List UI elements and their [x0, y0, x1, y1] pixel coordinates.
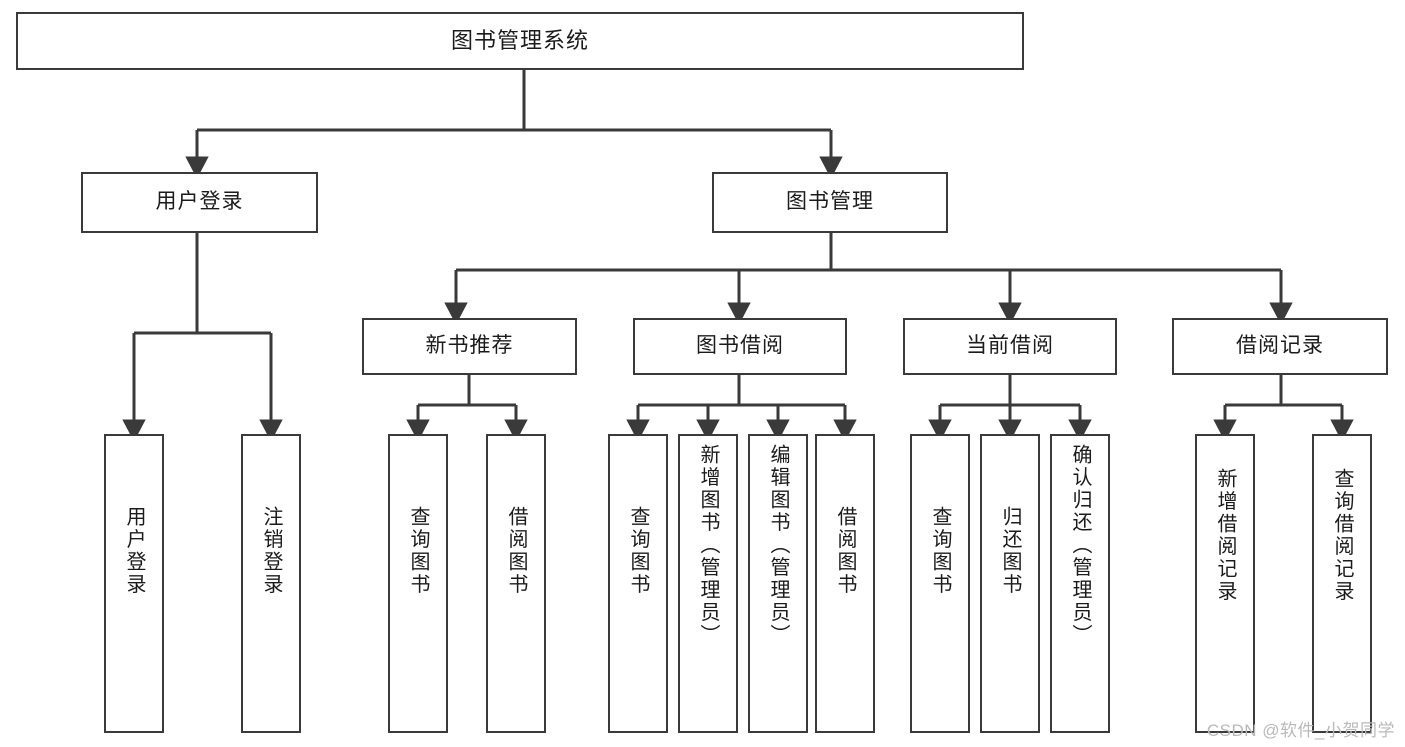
node-leaf-add-borrow-record[interactable]: 新增借阅记录 [1195, 434, 1255, 733]
node-book-management[interactable]: 图书管理 [712, 172, 948, 233]
node-leaf-confirm-return-label: 确认归还（管理员） [1069, 444, 1091, 647]
node-leaf-borrow-book-2[interactable]: 借阅图书 [815, 434, 875, 733]
node-root[interactable]: 图书管理系统 [16, 12, 1024, 70]
node-book-management-label: 图书管理 [786, 190, 874, 214]
node-leaf-logout-login-label: 注销登录 [260, 506, 282, 596]
node-leaf-edit-book[interactable]: 编辑图书（管理员） [748, 434, 808, 733]
node-root-label: 图书管理系统 [450, 28, 589, 54]
node-leaf-query-book-1[interactable]: 查询图书 [388, 434, 448, 733]
node-leaf-return-book-label: 归还图书 [999, 506, 1021, 596]
node-leaf-return-book[interactable]: 归还图书 [980, 434, 1040, 733]
node-borrow-record[interactable]: 借阅记录 [1172, 318, 1388, 375]
node-leaf-borrow-book-2-label: 借阅图书 [834, 506, 856, 596]
node-leaf-add-borrow-record-label: 新增借阅记录 [1214, 468, 1236, 603]
node-new-book-recommend[interactable]: 新书推荐 [362, 318, 577, 375]
node-leaf-query-book-2[interactable]: 查询图书 [608, 434, 668, 733]
node-book-borrow-label: 图书借阅 [696, 334, 784, 358]
node-leaf-user-login[interactable]: 用户登录 [104, 434, 164, 733]
node-leaf-query-book-3[interactable]: 查询图书 [910, 434, 970, 733]
node-leaf-borrow-book-1-label: 借阅图书 [505, 506, 527, 596]
node-leaf-add-book-label: 新增图书（管理员） [697, 444, 719, 647]
node-leaf-borrow-book-1[interactable]: 借阅图书 [486, 434, 546, 733]
node-current-borrow[interactable]: 当前借阅 [903, 318, 1117, 375]
node-leaf-edit-book-label: 编辑图书（管理员） [767, 444, 789, 647]
node-leaf-query-book-1-label: 查询图书 [407, 506, 429, 596]
node-borrow-record-label: 借阅记录 [1236, 334, 1324, 358]
node-user-login-label: 用户登录 [155, 190, 244, 214]
node-leaf-query-borrow-record[interactable]: 查询借阅记录 [1312, 434, 1372, 733]
node-leaf-query-book-3-label: 查询图书 [929, 506, 951, 596]
node-current-borrow-label: 当前借阅 [966, 334, 1054, 358]
node-new-book-recommend-label: 新书推荐 [425, 334, 514, 358]
node-leaf-query-book-2-label: 查询图书 [627, 506, 649, 596]
node-leaf-user-login-label: 用户登录 [123, 506, 145, 596]
node-user-login[interactable]: 用户登录 [81, 172, 318, 233]
node-leaf-add-book[interactable]: 新增图书（管理员） [678, 434, 738, 733]
node-leaf-logout-login[interactable]: 注销登录 [241, 434, 301, 733]
node-leaf-query-borrow-record-label: 查询借阅记录 [1331, 468, 1353, 603]
node-book-borrow[interactable]: 图书借阅 [633, 318, 847, 375]
node-leaf-confirm-return[interactable]: 确认归还（管理员） [1050, 434, 1110, 733]
